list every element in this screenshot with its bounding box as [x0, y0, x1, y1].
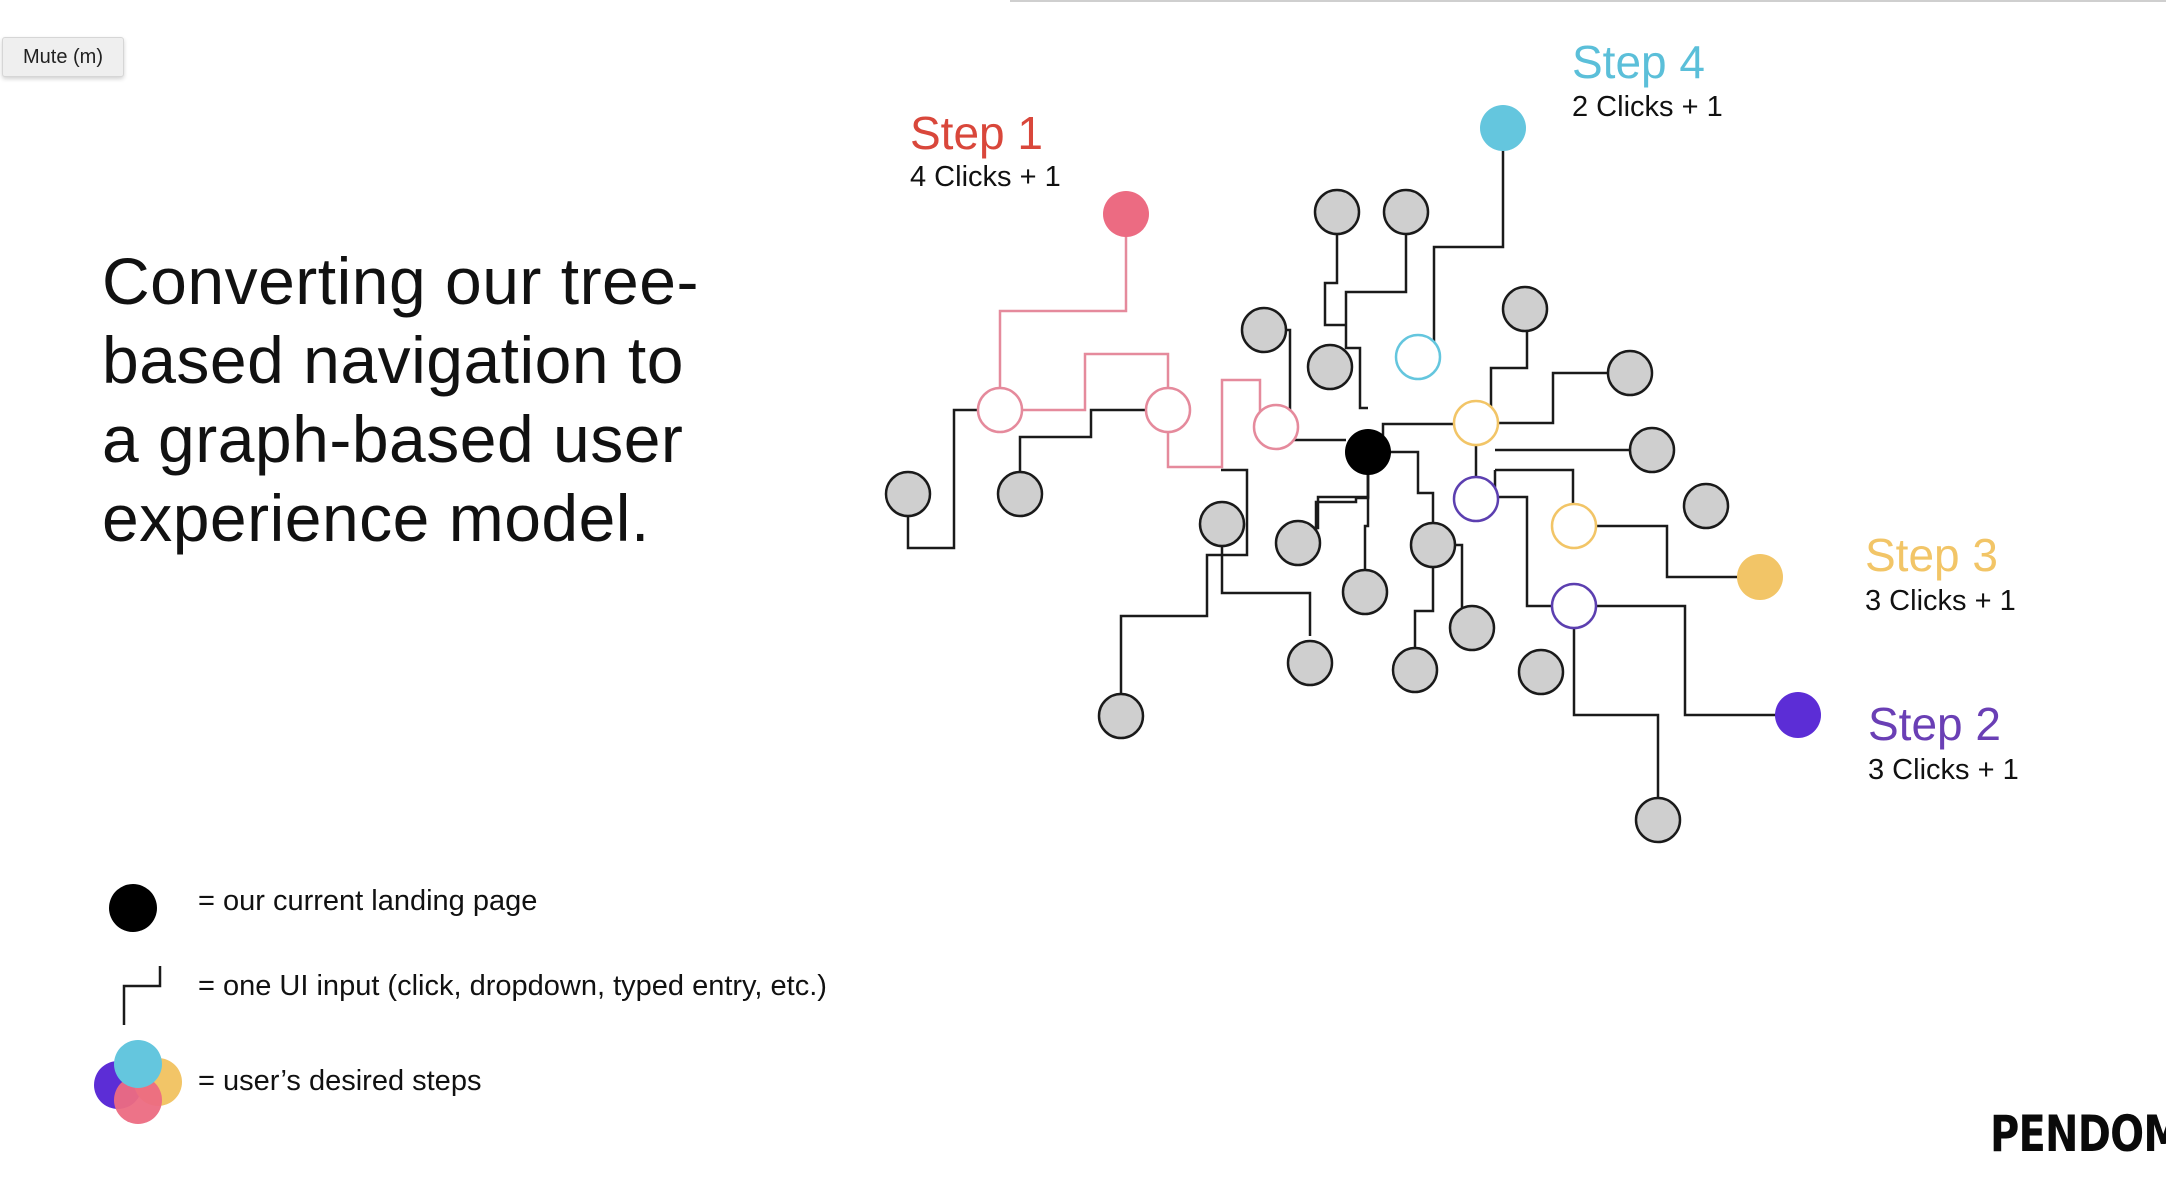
step3-clicks: 3 Clicks + 1 — [1865, 585, 2016, 617]
step2-title: Step 2 — [1868, 698, 2001, 750]
step1-title: Step 1 — [910, 107, 1043, 159]
graph-node — [996, 470, 1044, 518]
step4-clicks: 2 Clicks + 1 — [1572, 91, 1723, 123]
graph-node — [1274, 519, 1322, 567]
graph-node — [1097, 692, 1145, 740]
graph-node — [1634, 796, 1682, 844]
step1-clicks: 4 Clicks + 1 — [910, 161, 1061, 193]
mute-button[interactable]: Mute (m) — [2, 37, 124, 77]
legend-steps-icon — [94, 1040, 182, 1124]
graph-node — [1391, 646, 1439, 694]
tree-edges — [906, 128, 1798, 820]
step3-destination-node — [1737, 554, 1783, 600]
graph-node — [1628, 426, 1676, 474]
legend-landing-icon — [109, 884, 157, 932]
step2-clicks: 3 Clicks + 1 — [1868, 754, 2019, 786]
step3-path-node — [1550, 502, 1598, 550]
graph-node — [1606, 349, 1654, 397]
landing-page-node — [1345, 429, 1391, 475]
step2-destination-node — [1775, 692, 1821, 738]
graph-node — [1306, 343, 1354, 391]
step3-path-node — [1452, 399, 1500, 447]
pendo-logo: PENDOM — [1990, 1105, 2166, 1163]
graph-node — [1198, 500, 1246, 548]
graph-node — [1240, 306, 1288, 354]
legend-steps-label: = user’s desired steps — [198, 1065, 482, 1097]
legend-landing-label: = our current landing page — [198, 885, 538, 917]
graph-node — [1682, 482, 1730, 530]
top-divider — [1010, 0, 2166, 2]
step1-path — [998, 214, 1276, 469]
path-nodes — [976, 333, 1598, 630]
graph-node — [1448, 604, 1496, 652]
step3-title: Step 3 — [1865, 529, 1998, 581]
graph-node — [1286, 639, 1334, 687]
step1-path-node — [1144, 386, 1192, 434]
step4-title: Step 4 — [1572, 36, 1705, 88]
step4-path-node — [1394, 333, 1442, 381]
graph-node — [884, 470, 932, 518]
graph-node — [1409, 521, 1457, 569]
legend-input-label: = one UI input (click, dropdown, typed e… — [198, 970, 827, 1002]
step4-destination-node — [1480, 105, 1526, 151]
graph-node — [1382, 188, 1430, 236]
step1-destination-node — [1103, 191, 1149, 237]
slide-headline: Converting our tree-based navigation to … — [102, 244, 699, 555]
step2-path-node — [1452, 475, 1500, 523]
legend-input-icon — [122, 966, 162, 1025]
graph-node — [1341, 568, 1389, 616]
graph-node — [1517, 648, 1565, 696]
step2-path-node — [1550, 582, 1598, 630]
graph-node — [1313, 188, 1361, 236]
gray-nodes — [884, 188, 1730, 844]
graph-node — [1501, 285, 1549, 333]
edge — [1119, 468, 1249, 716]
step1-path-node — [976, 386, 1024, 434]
step1-path-node — [1252, 403, 1300, 451]
